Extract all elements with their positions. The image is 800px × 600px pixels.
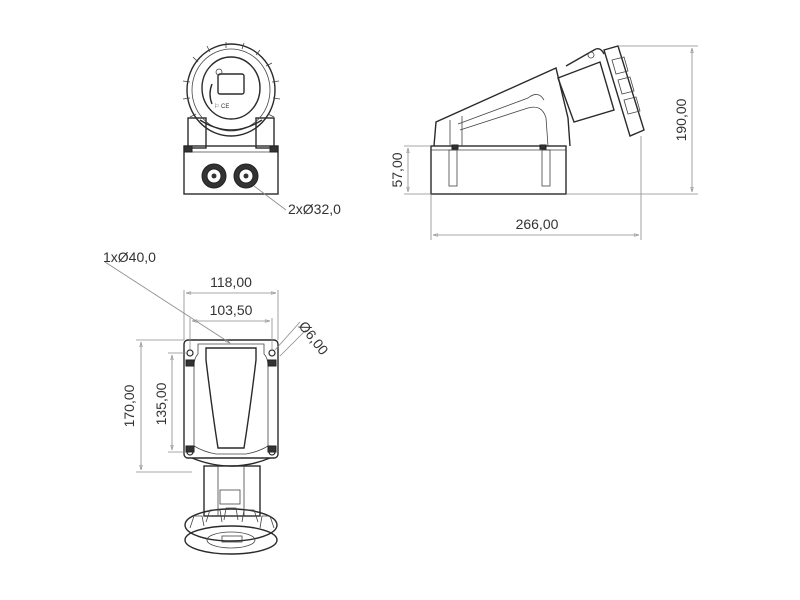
outer-length-dimension: 170,00 — [121, 384, 137, 427]
display-window-icon — [217, 73, 245, 95]
cable-entry-right — [233, 163, 259, 189]
ce-mark-icon: ⚐ CE — [214, 103, 229, 110]
mounting-hole-diameter-dimension: Ø6,00 — [296, 318, 332, 358]
total-height-dimension: 190,00 — [673, 98, 689, 141]
base-box — [183, 145, 279, 195]
hole-spacing-length-dimension: 135,00 — [153, 382, 169, 425]
base-height-dimension: 57,00 — [389, 152, 405, 187]
mounting-hole — [268, 349, 276, 357]
socket-cap: ⚐ CE — [182, 42, 281, 137]
front-view: ⚐ CE 2xØ32,0 — [182, 42, 341, 217]
cable-entry-label: 1xØ40,0 — [103, 249, 156, 265]
top-view: 1xØ40,0 118,00 103,50 Ø6,00 170,00 135,0… — [103, 249, 332, 555]
cable-entry-label: 2xØ32,0 — [288, 201, 341, 217]
mounting-hole — [186, 349, 194, 357]
hole-spacing-width-dimension: 103,50 — [210, 302, 253, 318]
cable-entry-left — [201, 163, 227, 189]
socket-cap-top — [184, 507, 278, 555]
total-length-dimension: 266,00 — [516, 216, 559, 232]
outer-width-dimension: 118,00 — [210, 274, 252, 290]
socket-ring — [603, 45, 645, 137]
side-view: 57,00 190,00 266,00 — [389, 45, 698, 240]
earth-symbol-icon — [215, 68, 223, 76]
